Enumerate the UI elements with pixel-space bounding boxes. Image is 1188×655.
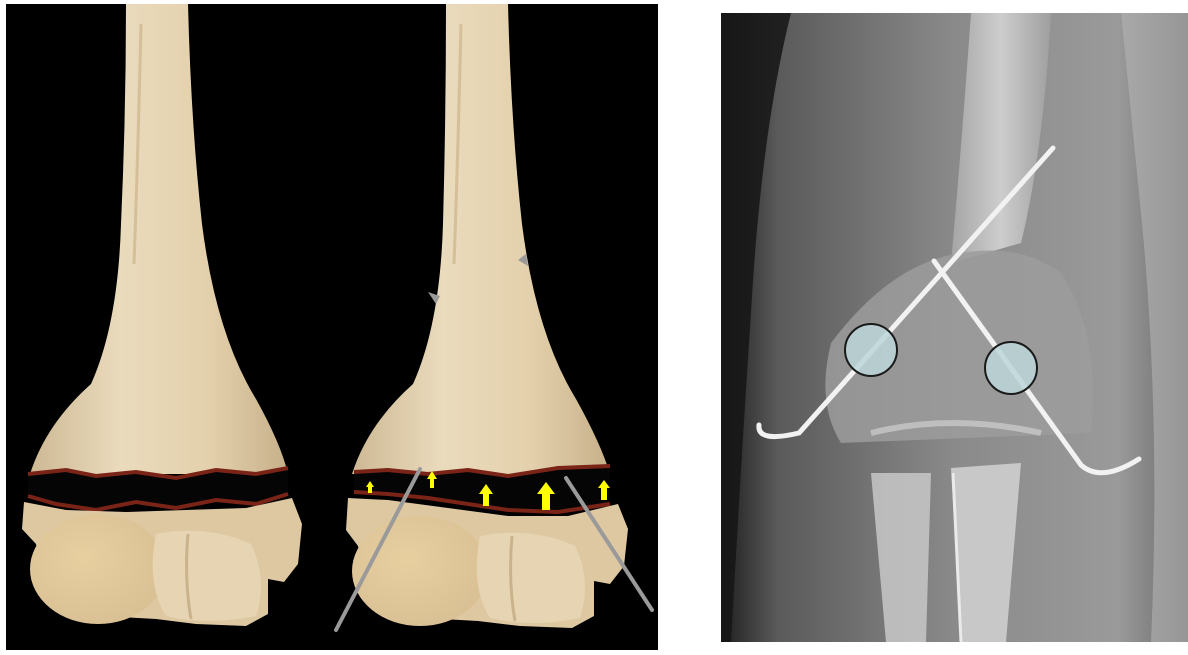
pin-crossing-circle-icon <box>985 342 1037 394</box>
humerus-bone-pinned-icon <box>346 4 628 628</box>
xray-panel <box>721 13 1188 642</box>
pin-crossing-circle-icon <box>845 324 897 376</box>
humerus-bone-fractured-icon <box>22 4 302 626</box>
elbow-xray-icon <box>721 13 1188 642</box>
bone-model-illustration <box>6 4 658 650</box>
bone-model-panel <box>6 4 658 650</box>
